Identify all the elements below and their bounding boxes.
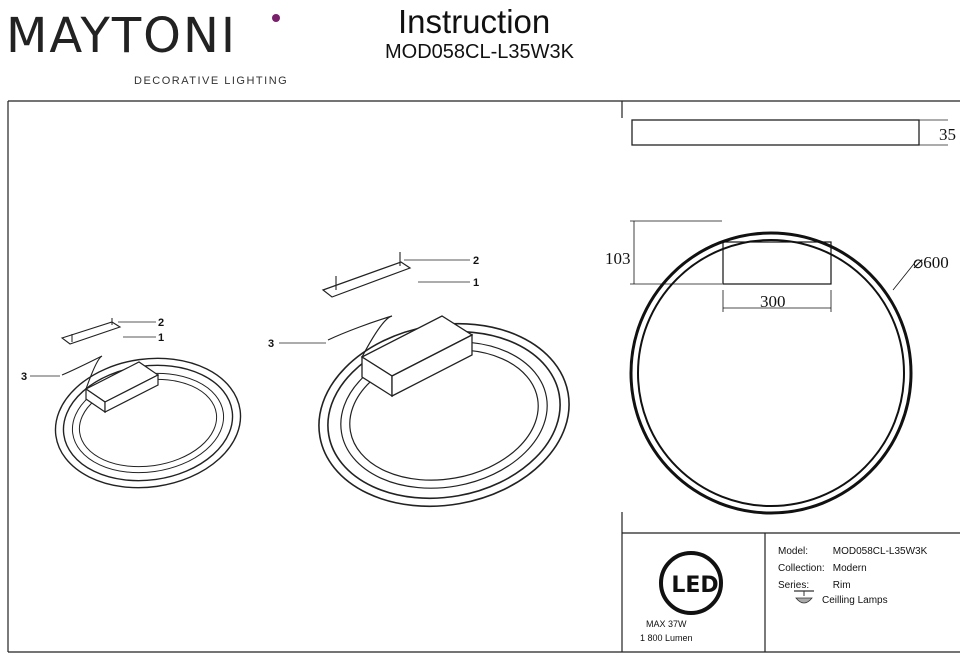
lamp-type-value: Ceilling Lamps xyxy=(822,595,888,606)
diameter-dimension: ⌀600 xyxy=(913,253,949,272)
ring-top-view xyxy=(629,220,918,515)
max-power: MAX 37W xyxy=(646,619,687,629)
callout-large-3: 3 xyxy=(268,338,274,350)
callout-large-1: 1 xyxy=(473,277,479,289)
lamp-isometric-small xyxy=(30,318,242,489)
callout-small-1: 1 xyxy=(158,332,164,344)
led-badge-icon: LED xyxy=(659,551,723,615)
info-row-collection: Collection: Modern xyxy=(778,563,867,574)
series-label: Series: xyxy=(778,580,810,591)
collection-value: Modern xyxy=(832,563,867,574)
callout-large-2: 2 xyxy=(473,255,479,267)
page-title: Instruction xyxy=(398,3,551,40)
ceiling-lamp-icon xyxy=(794,590,814,604)
callout-small-2: 2 xyxy=(158,317,164,329)
brand-tagline: DECORATIVE LIGHTING xyxy=(134,75,289,87)
led-panel: LED MAX 37W 1 800 Lumen xyxy=(624,535,764,653)
callout-small-3: 3 xyxy=(21,371,27,383)
lamp-isometric-large xyxy=(279,252,570,508)
model-label: Model: xyxy=(778,546,809,557)
collection-label: Collection: xyxy=(778,563,825,574)
height-dimension: 35 xyxy=(939,125,956,144)
model-code: MOD058CL-L35W3K xyxy=(385,41,574,63)
side-profile xyxy=(631,119,948,146)
brand-logo: MAYTONI DECORATIVE LIGHTING xyxy=(6,8,296,87)
mount-height-dimension: 103 xyxy=(605,249,631,268)
brand-name: MAYTONI xyxy=(6,8,238,64)
info-row-series: Series: Rim xyxy=(778,580,851,591)
drawing-frame xyxy=(7,100,960,653)
lumen-output: 1 800 Lumen xyxy=(640,633,693,643)
mount-width-dimension: 300 xyxy=(760,292,786,311)
model-value: MOD058CL-L35W3K xyxy=(832,546,928,557)
series-value: Rim xyxy=(832,580,851,591)
logo-dot-icon xyxy=(272,14,280,22)
led-badge-text: LED xyxy=(671,573,719,598)
info-row-model: Model: MOD058CL-L35W3K xyxy=(778,546,927,557)
